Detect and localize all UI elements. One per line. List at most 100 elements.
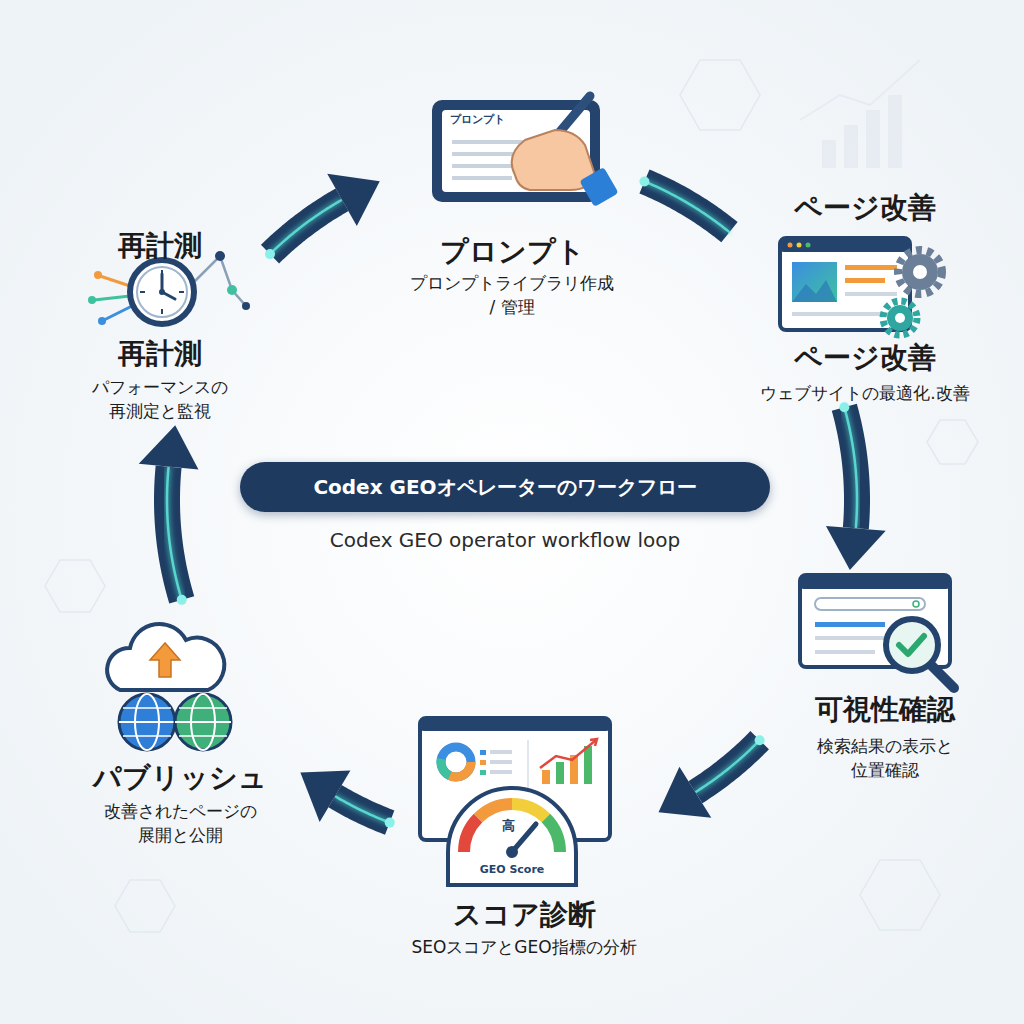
search-window-icon bbox=[913, 601, 919, 607]
globe-icon bbox=[123, 735, 171, 737]
gauge-icon bbox=[448, 788, 576, 885]
network-lines bbox=[242, 302, 250, 310]
step-title: 再計測 bbox=[50, 334, 270, 373]
step-description: SEOスコアとGEO指標の分析 bbox=[390, 936, 658, 960]
background-chart bbox=[800, 60, 920, 120]
background-hexagons bbox=[45, 560, 105, 612]
step-description: 検索結果の表示と 位置確認 bbox=[800, 735, 970, 783]
flow-arrow bbox=[167, 467, 182, 600]
flow-glow bbox=[270, 200, 342, 254]
browser-window-icon bbox=[845, 265, 897, 270]
background-chart bbox=[888, 95, 902, 168]
arrow-head bbox=[826, 526, 886, 570]
background-hexagons bbox=[45, 60, 978, 932]
clock-icon bbox=[130, 260, 194, 324]
gauge-icon bbox=[464, 818, 478, 852]
background-hexagons bbox=[860, 860, 940, 930]
flow-glow bbox=[335, 796, 390, 822]
step-title: パブリッシュ bbox=[60, 758, 300, 797]
step-description: パフォーマンスの 再測定と監視 bbox=[80, 376, 240, 424]
magnifier-icon bbox=[886, 619, 938, 671]
screen-text: プロンプト bbox=[450, 113, 505, 126]
gear-icon bbox=[883, 301, 917, 335]
background-chart bbox=[800, 60, 920, 168]
gauge-icon bbox=[506, 846, 518, 858]
clock-icon bbox=[137, 267, 187, 317]
flow-arrow bbox=[844, 407, 857, 528]
flow-dot bbox=[385, 818, 395, 828]
gear-icon bbox=[902, 254, 938, 290]
gauge-caption: GEO Score bbox=[462, 863, 562, 876]
flow-arrow bbox=[270, 200, 342, 254]
background-chart bbox=[822, 140, 836, 168]
flow-arrow-group bbox=[139, 425, 199, 605]
gauge-icon bbox=[546, 818, 560, 852]
flow-glow bbox=[695, 740, 759, 792]
cloud-upload-icon bbox=[107, 624, 224, 690]
magnifier-icon bbox=[886, 619, 954, 688]
gear-icon bbox=[913, 265, 927, 279]
flow-arrow bbox=[695, 740, 759, 792]
arrow-head bbox=[300, 770, 350, 822]
browser-window-icon bbox=[806, 243, 811, 248]
browser-window-icon bbox=[788, 243, 793, 248]
workflow-subtitle: Codex GEO operator workflow loop bbox=[240, 526, 770, 554]
flow-inner-line bbox=[695, 740, 759, 792]
magnifier-icon bbox=[899, 636, 924, 654]
dashboard-icon bbox=[490, 760, 512, 764]
step-description: ウェブサイトの最適化.改善 bbox=[730, 382, 1000, 406]
gear-icon bbox=[895, 313, 905, 323]
flow-arrow-group bbox=[265, 174, 380, 259]
globe-icon bbox=[175, 721, 231, 723]
flow-inner-line bbox=[844, 407, 857, 528]
flow-inner-line bbox=[644, 181, 729, 232]
network-lines bbox=[88, 296, 96, 304]
step-title: ページ改善 bbox=[730, 338, 1000, 377]
flow-dot bbox=[839, 402, 849, 412]
dashboard-icon bbox=[480, 760, 486, 765]
flow-dot bbox=[177, 595, 187, 605]
network-lines bbox=[94, 296, 130, 300]
flow-arrow-group bbox=[826, 402, 886, 570]
workflow-title: Codex GEOオペレーターのワークフロー bbox=[240, 473, 770, 501]
browser-window-icon bbox=[780, 238, 910, 252]
gauge-icon bbox=[478, 804, 512, 818]
dashboard-icon bbox=[540, 740, 596, 768]
search-window-icon bbox=[815, 650, 875, 654]
globe-icon bbox=[175, 694, 231, 750]
dashboard-icon bbox=[441, 747, 471, 777]
browser-window-icon bbox=[797, 243, 802, 248]
dashboard-icon bbox=[480, 770, 486, 775]
flow-dot bbox=[639, 176, 649, 186]
network-lines bbox=[88, 251, 250, 325]
clock-icon bbox=[140, 291, 145, 293]
gear-icon bbox=[883, 250, 942, 335]
search-window-icon bbox=[800, 575, 950, 589]
globe-icon bbox=[123, 707, 171, 709]
workflow-step: ページ改善ページ改善ウェブサイトの最適化.改善 bbox=[730, 185, 1000, 407]
flow-inner-line bbox=[270, 200, 342, 254]
dashboard-icon bbox=[490, 750, 512, 754]
clock-icon bbox=[161, 309, 163, 314]
browser-window-icon bbox=[845, 278, 885, 283]
browser-window-icon bbox=[792, 262, 837, 302]
flow-arrow-group bbox=[659, 735, 765, 817]
globe-icon bbox=[119, 721, 175, 723]
arrow-head bbox=[139, 425, 199, 469]
dashboard-icon bbox=[441, 747, 471, 777]
workflow-step: プロンプトプロンプトライブラリ作成 / 管理 bbox=[380, 92, 644, 327]
dashboard-icon bbox=[420, 718, 610, 731]
step-title: プロンプト bbox=[380, 232, 644, 271]
dashboard-icon bbox=[480, 750, 486, 755]
gauge-icon bbox=[448, 788, 576, 885]
flow-inner-line bbox=[167, 467, 182, 600]
globe-icon bbox=[119, 694, 231, 750]
browser-window-icon bbox=[845, 292, 897, 296]
flow-glow bbox=[844, 407, 857, 528]
hand-pen-icon bbox=[512, 96, 619, 207]
step-title: ページ改善 bbox=[730, 188, 1000, 227]
gauge-icon bbox=[512, 804, 546, 818]
dashboard-icon bbox=[590, 739, 597, 746]
